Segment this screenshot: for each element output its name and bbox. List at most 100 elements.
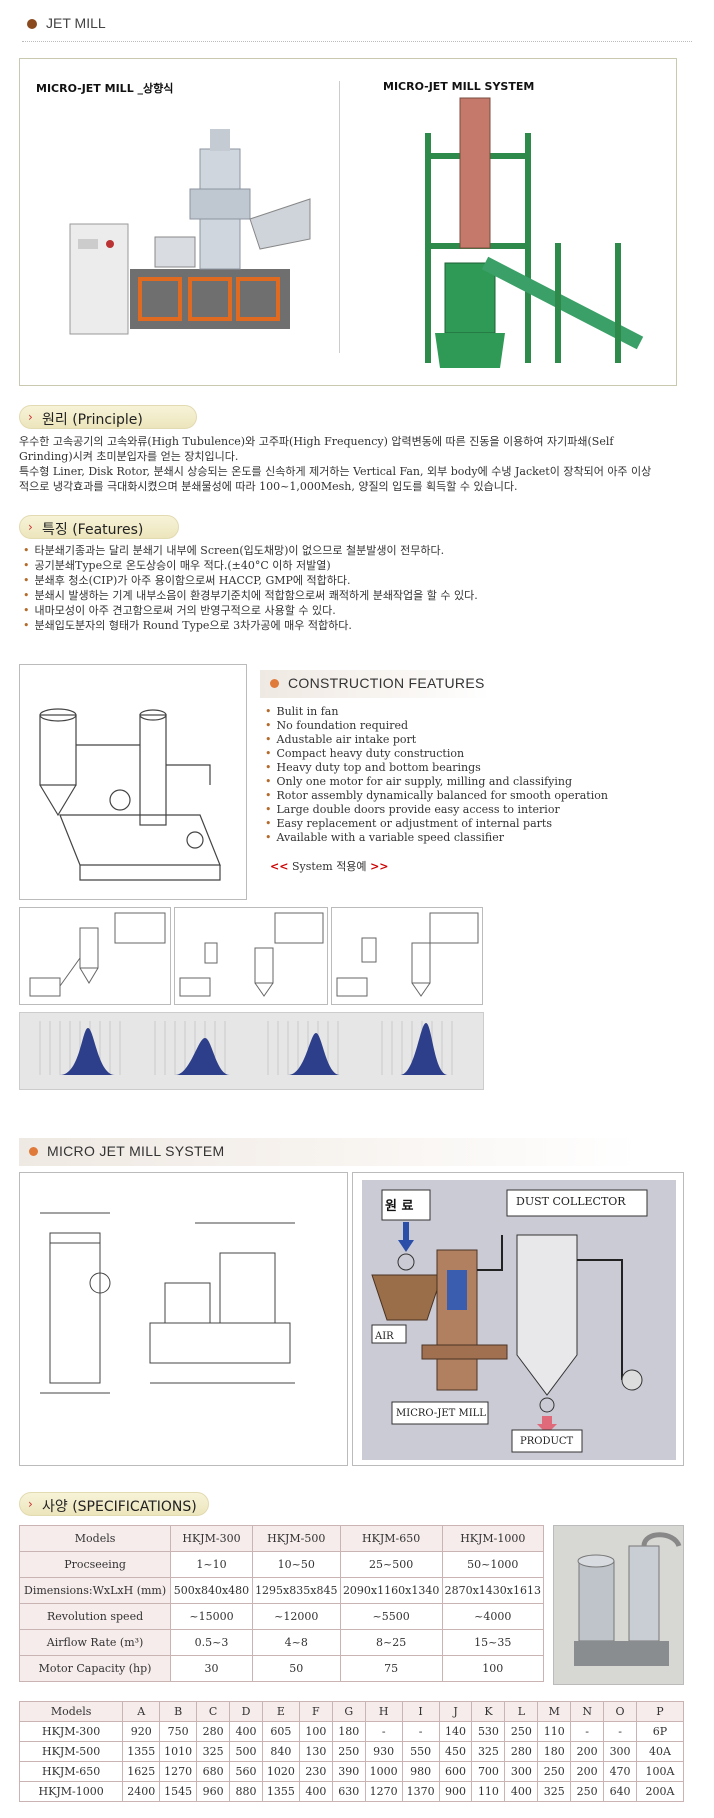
construction-item: Easy replacement or adjustment of intern… bbox=[265, 817, 685, 831]
table-header-cell: HKJM-650 bbox=[339, 1525, 443, 1552]
table-cell: HKJM-500 bbox=[18, 1741, 124, 1762]
table-row: Dimensions:WxLxH (mm) 500x840x480 1295x8… bbox=[18, 1577, 545, 1604]
table-cell: - bbox=[401, 1721, 440, 1742]
table-cell: 250 bbox=[537, 1761, 572, 1782]
system-example-3 bbox=[331, 907, 483, 1005]
table-header-cell: O bbox=[603, 1701, 638, 1722]
table-header-cell: Models bbox=[18, 1701, 124, 1722]
table-cell: 10~50 bbox=[251, 1551, 341, 1578]
principle-line: 적으로 냉각효과를 극대화시켰으며 분쇄물성에 따라 100~1,000Mesh… bbox=[19, 480, 518, 493]
chevron-right-icon: › bbox=[28, 410, 33, 424]
table-cell: 1370 bbox=[401, 1781, 440, 1802]
link-close-marks: >> bbox=[370, 860, 389, 873]
table-cell: 500x840x480 bbox=[170, 1577, 253, 1604]
table-cell: 600 bbox=[438, 1761, 473, 1782]
table-cell: 100 bbox=[298, 1721, 333, 1742]
table-cell: ~5500 bbox=[339, 1603, 443, 1630]
table-cell: 200A bbox=[636, 1781, 684, 1802]
table-header-cell: I bbox=[401, 1701, 440, 1722]
table-header-row: Models A B C D E F G H I J K L M N O P bbox=[18, 1701, 684, 1722]
features-heading-label: 특징 (Features) bbox=[42, 522, 144, 538]
page-title: JET MILL bbox=[46, 15, 106, 31]
construction-item: Only one motor for air supply, milling a… bbox=[265, 775, 685, 789]
table-cell: 300 bbox=[504, 1761, 539, 1782]
spec-table-main: Models HKJM-300 HKJM-500 HKJM-650 HKJM-1… bbox=[18, 1525, 545, 1682]
table-header-cell: C bbox=[196, 1701, 231, 1722]
table-header-cell: HKJM-300 bbox=[170, 1525, 253, 1552]
table-row: HKJM-650 1625 1270 680 560 1020 230 390 … bbox=[18, 1761, 684, 1782]
principle-text: 우수한 고속공기의 고속와류(High Tubulence)와 고주파(High… bbox=[19, 434, 699, 494]
table-cell: ~4000 bbox=[441, 1603, 545, 1630]
heading-bullet-icon bbox=[270, 679, 279, 688]
construction-item: Adustable air intake port bbox=[265, 733, 685, 747]
left-product-caption: MICRO-JET MILL _상향식 bbox=[36, 82, 174, 95]
table-header-cell: L bbox=[504, 1701, 539, 1722]
table-cell: 8~25 bbox=[339, 1629, 443, 1656]
table-cell: 250 bbox=[331, 1741, 366, 1762]
table-cell: 630 bbox=[331, 1781, 366, 1802]
table-header-row: Models HKJM-300 HKJM-500 HKJM-650 HKJM-1… bbox=[18, 1525, 545, 1552]
table-header-cell: J bbox=[438, 1701, 473, 1722]
table-row: HKJM-300 920 750 280 400 605 100 180 - -… bbox=[18, 1721, 684, 1742]
table-cell: 280 bbox=[504, 1741, 539, 1762]
table-cell: Revolution speed bbox=[18, 1603, 172, 1630]
table-cell: 1545 bbox=[159, 1781, 198, 1802]
system-example-1 bbox=[19, 907, 171, 1005]
table-cell: 2090x1160x1340 bbox=[339, 1577, 443, 1604]
table-cell: 325 bbox=[537, 1781, 572, 1802]
table-cell: 50 bbox=[251, 1655, 341, 1682]
product-photo-box: MICRO-JET MILL _상향식 MICRO-JET MILL SYSTE… bbox=[19, 58, 677, 386]
table-cell: HKJM-1000 bbox=[18, 1781, 124, 1802]
table-cell: 400 bbox=[298, 1781, 333, 1802]
table-cell: 0.5~3 bbox=[170, 1629, 253, 1656]
spec-table-dimensions: Models A B C D E F G H I J K L M N O P H… bbox=[18, 1701, 684, 1802]
table-cell: 280 bbox=[196, 1721, 231, 1742]
table-cell: 960 bbox=[196, 1781, 231, 1802]
construction-list: Bulit in fan No foundation required Adus… bbox=[265, 705, 685, 845]
table-cell: 750 bbox=[159, 1721, 198, 1742]
table-cell: 2400 bbox=[122, 1781, 161, 1802]
specs-heading-label: 사양 (SPECIFICATIONS) bbox=[42, 1499, 197, 1515]
feature-item: 내마모성이 아주 견고함으로써 거의 반영구적으로 사용할 수 있다. bbox=[23, 603, 693, 618]
system-heading: MICRO JET MILL SYSTEM bbox=[19, 1138, 639, 1166]
table-cell: 300 bbox=[603, 1741, 638, 1762]
table-cell: Dimensions:WxLxH (mm) bbox=[18, 1577, 172, 1604]
system-example-link[interactable]: << System 적용예 >> bbox=[270, 858, 389, 874]
flow-label-mill: MICRO-JET MILL bbox=[396, 1408, 486, 1419]
table-cell: 390 bbox=[331, 1761, 366, 1782]
table-cell: 980 bbox=[401, 1761, 440, 1782]
table-header-cell: G bbox=[331, 1701, 366, 1722]
table-cell: 560 bbox=[229, 1761, 263, 1782]
table-cell: 250 bbox=[570, 1781, 605, 1802]
table-header-cell: H bbox=[364, 1701, 403, 1722]
construction-item: Compact heavy duty construction bbox=[265, 747, 685, 761]
chevron-right-icon: › bbox=[28, 520, 33, 534]
table-cell: ~12000 bbox=[251, 1603, 341, 1630]
table-header-cell: N bbox=[570, 1701, 605, 1722]
table-header-cell: M bbox=[537, 1701, 572, 1722]
table-cell: 1010 bbox=[159, 1741, 198, 1762]
table-cell: 450 bbox=[438, 1741, 473, 1762]
table-header-cell: D bbox=[229, 1701, 263, 1722]
table-header-cell: E bbox=[261, 1701, 300, 1722]
mill-closeup-photo bbox=[574, 1532, 682, 1666]
table-cell: 530 bbox=[471, 1721, 506, 1742]
table-row: Airflow Rate (m³) 0.5~3 4~8 8~25 15~35 bbox=[18, 1629, 545, 1656]
table-cell: 700 bbox=[471, 1761, 506, 1782]
spec-product-photo bbox=[553, 1525, 684, 1685]
table-cell: 400 bbox=[504, 1781, 539, 1802]
table-cell: 130 bbox=[298, 1741, 333, 1762]
construction-heading: CONSTRUCTION FEATURES bbox=[260, 670, 490, 698]
table-cell: 100 bbox=[441, 1655, 545, 1682]
table-row: Procseeing 1~10 10~50 25~500 50~1000 bbox=[18, 1551, 545, 1578]
micro-jet-mill-system-photo bbox=[425, 97, 644, 368]
table-cell: 15~35 bbox=[441, 1629, 545, 1656]
table-header-cell: K bbox=[471, 1701, 506, 1722]
table-cell: 400 bbox=[229, 1721, 263, 1742]
dimension-line-drawing bbox=[40, 1212, 295, 1394]
table-row: Motor Capacity (hp) 30 50 75 100 bbox=[18, 1655, 545, 1682]
feature-item: 공기분쇄Type으로 온도상승이 매우 적다.(±40°C 이하 저발열) bbox=[23, 558, 693, 573]
system-example-2 bbox=[174, 907, 328, 1005]
table-cell: 100A bbox=[636, 1761, 684, 1782]
table-cell: - bbox=[364, 1721, 403, 1742]
